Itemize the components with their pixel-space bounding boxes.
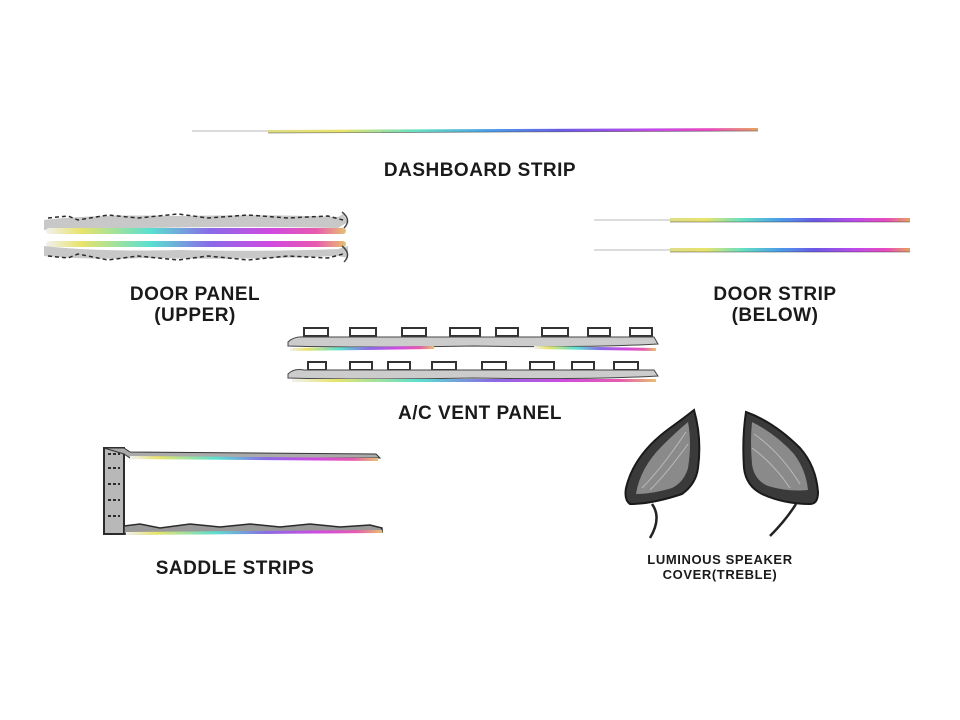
dashboard-strip-image — [190, 124, 760, 136]
speaker-cover-right-image — [740, 408, 830, 540]
door-strip-below-label: DOOR STRIP (BELOW) — [713, 284, 837, 326]
door-strip-below-image — [592, 212, 912, 258]
dashboard-strip-label: DASHBOARD STRIP — [383, 160, 577, 181]
saddle-strips-image — [100, 444, 386, 540]
door-panel-upper-image — [38, 206, 356, 268]
saddle-strips-label: SADDLE STRIPS — [155, 558, 315, 579]
door-panel-upper-label: DOOR PANEL (UPPER) — [129, 284, 261, 326]
ac-vent-panel-label: A/C VENT PANEL — [398, 403, 562, 424]
ac-vent-panel-image — [284, 324, 662, 388]
speaker-cover-left-image — [622, 408, 712, 540]
speaker-cover-label: LUMINOUS SPEAKER COVER(TREBLE) — [647, 552, 793, 582]
